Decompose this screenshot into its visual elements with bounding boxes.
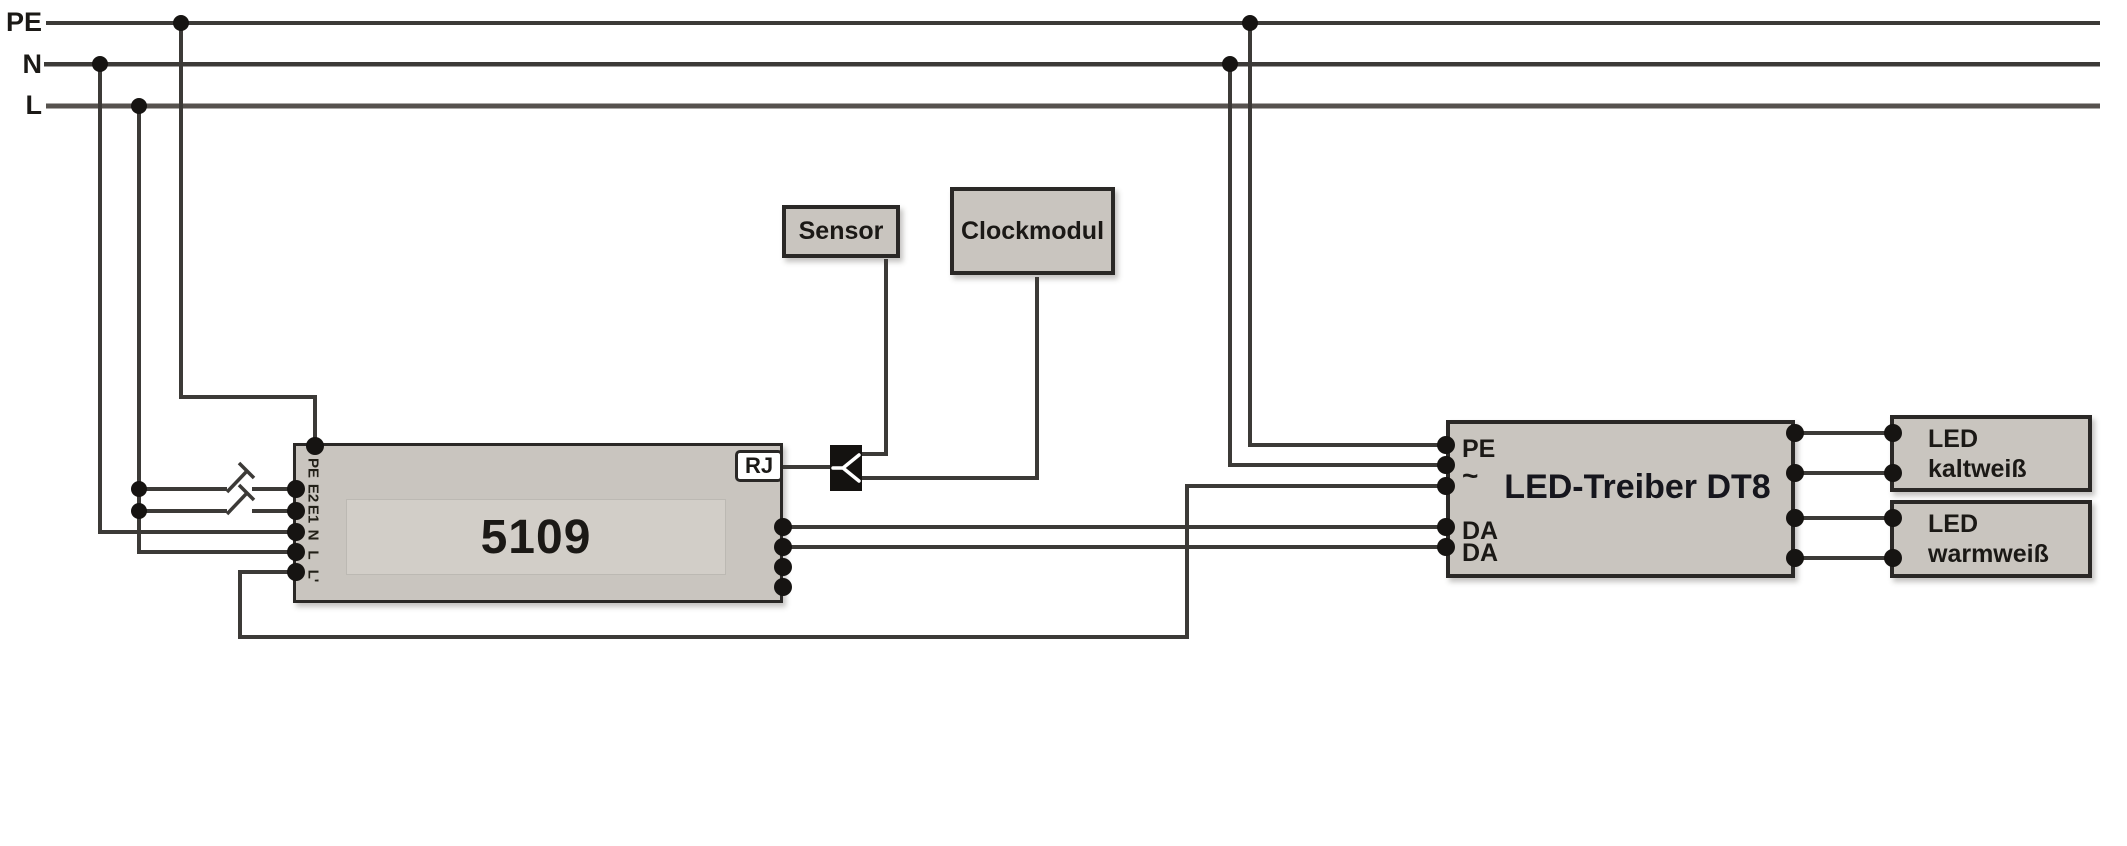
terminal-label-l2: L' [304,569,322,583]
sensor-box: Sensor [782,205,900,258]
terminal-label-l: L [304,550,322,560]
switch-symbols [225,461,256,516]
driver-terminal-ac: ~ [1462,460,1479,491]
led-kaltweiss-line2: kaltweiß [1928,454,2027,483]
terminal-label-e1: E1 [304,504,322,524]
led-warmweiss-line2: warmweiß [1928,540,2049,568]
driver-terminal-da2: DA [1462,539,1499,567]
clockmodul-label: Clockmodul [960,216,1105,245]
led-driver-box: LED-Treiber DT8 PE ~ DA DA [1446,420,1795,578]
device-5109-box: 5109 PE E2 E1 N L L' [293,443,783,603]
clockmodul-box: Clockmodul [950,187,1115,275]
device-5109-inner-panel: 5109 [346,499,726,575]
terminal-label-pe: PE [304,457,322,479]
terminal-label-n: N [304,529,322,541]
led-kaltweiss-box: LED kaltweiß [1890,415,2092,492]
rail-label-n: N [22,49,43,79]
driver-terminal-da1: DA [1462,517,1499,545]
rail-label-pe: PE [5,7,42,37]
rail-label-l: L [25,90,43,120]
device-5109-title: 5109 [480,510,592,564]
led-warmweiss-line1: LED [1928,510,1978,538]
rj-port-label: RJ [744,453,774,478]
rj-port: RJ [735,450,783,482]
sensor-label: Sensor [798,217,884,245]
led-warmweiss-box: LED warmweiß [1890,500,2092,578]
power-rails [44,21,2100,109]
driver-terminal-pe: PE [1462,435,1496,463]
terminal-label-e2: E2 [304,483,322,503]
led-kaltweiss-line1: LED [1928,424,1978,453]
splitter-fork-icon [831,453,861,483]
splitter-connector [830,445,862,491]
led-driver-title: LED-Treiber DT8 [1504,468,1771,506]
